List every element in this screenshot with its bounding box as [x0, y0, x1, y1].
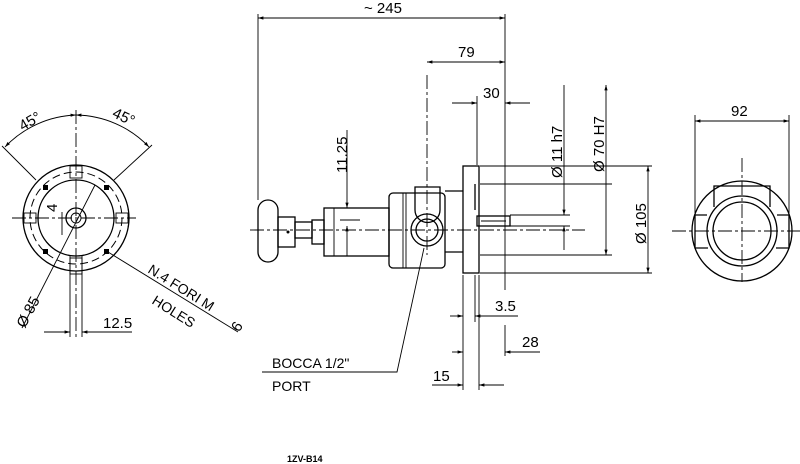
dim-79-label: 79 [458, 44, 475, 61]
overall-length-label: ~ 245 [364, 0, 402, 17]
diameter-85-label: Ø 85 [13, 294, 43, 331]
dim-28-label: 28 [522, 334, 539, 351]
dim-11-25-label: 11.25 [334, 137, 351, 173]
width-92-label: 92 [731, 103, 748, 120]
end-view: 92 [672, 103, 800, 282]
flange-diameter-label: Ø 105 [633, 203, 650, 244]
mounting-holes [43, 185, 109, 254]
pilot-diameter-label: Ø 70 H7 [591, 116, 608, 172]
port-label-en: PORT [272, 378, 311, 394]
dim-12-5-label: 12.5 [103, 315, 132, 332]
front-view: 45° 45° 4 Ø 85 12.5 N.4 FORI M HOLES 6 [1, 105, 247, 340]
dim-15-label: 15 [433, 368, 450, 385]
drawing-code: 1ZV-B14 [287, 454, 323, 464]
dim-4-label: 4 [44, 204, 61, 212]
port-label: BOCCA 1/2" [272, 355, 349, 371]
angle-left-label: 45° [16, 109, 44, 135]
side-view: ~ 245 79 30 11.25 Ø 11 h7 Ø 70 H7 Ø 105 … [250, 0, 652, 394]
dim-30-label: 30 [483, 85, 500, 102]
port-circle [410, 213, 444, 247]
holes-size-label: 6 [228, 319, 247, 335]
dim-3-5-label: 3.5 [495, 298, 516, 315]
angle-right-label: 45° [110, 105, 138, 130]
shaft-diameter-label: Ø 11 h7 [549, 126, 566, 178]
